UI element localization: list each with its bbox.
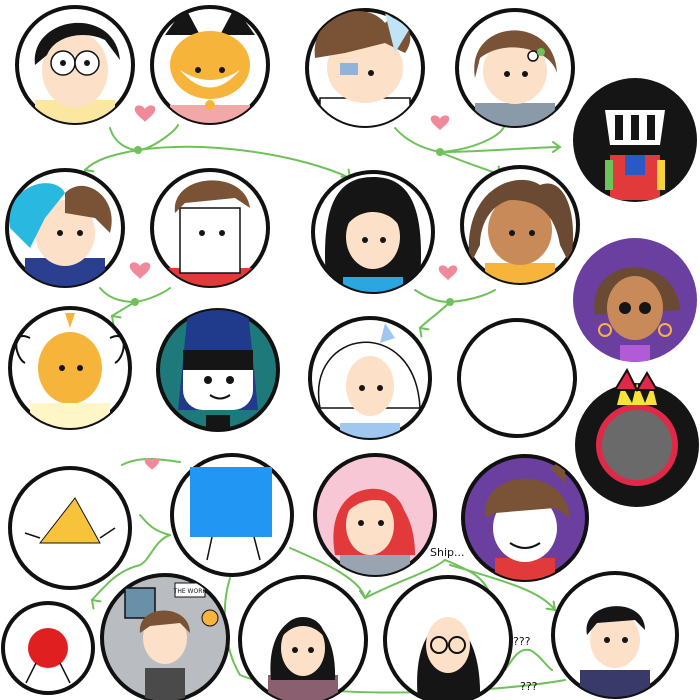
annotations-layer: Ship... ??? ???: [430, 546, 538, 693]
connector-link-13: [139, 514, 171, 536]
avatar-hoodie-girl-icon[interactable]: [238, 575, 368, 700]
connector-link-5: [439, 151, 501, 176]
connector-link-11: [121, 458, 181, 466]
avatar-red-hair-pink-icon[interactable]: [313, 453, 437, 585]
avatar-blue-square-icon[interactable]: [170, 453, 294, 577]
connector-junction-dot: [436, 148, 444, 156]
hearts-layer: [129, 105, 458, 506]
avatar-long-black-hair-icon[interactable]: [311, 170, 435, 302]
avatar-purple-fox-boy-icon[interactable]: [461, 454, 589, 588]
empty-avatar-icon[interactable]: [457, 318, 577, 438]
avatar-red-ball-icon[interactable]: [1, 601, 95, 695]
question-marks-bottom-annotation: ???: [520, 680, 538, 693]
heart-icon: [438, 265, 458, 281]
connector-junction-dot: [134, 146, 142, 154]
connector-arrowhead: [418, 326, 430, 338]
avatar-brown-curly-flower-icon[interactable]: [455, 8, 575, 143]
avatar-brown-hair-white-face-icon[interactable]: [150, 168, 270, 298]
connector-link-18: [449, 564, 556, 611]
connector-junction-dot: [446, 298, 454, 306]
question-marks-annotation: ???: [513, 635, 531, 648]
avatar-yellow-triangle-icon[interactable]: [8, 466, 132, 590]
connector-link-16: [364, 559, 446, 599]
avatars-layer: THE WORK: [1, 5, 699, 700]
avatar-black-hair-glasses-icon[interactable]: [15, 5, 135, 140]
connector-link-15: [289, 547, 366, 599]
avatar-black-hair-boy-icon[interactable]: [551, 571, 679, 700]
connector-link-8: [111, 301, 136, 317]
sign-text: THE WORK: [173, 588, 208, 595]
connector-junction-dot: [131, 298, 139, 306]
avatar-glasses-purple-hood-icon[interactable]: [383, 575, 513, 700]
avatar-cyan-brown-hair-icon[interactable]: [5, 168, 125, 298]
connector-link-6: [439, 146, 561, 153]
connector-arrowhead: [552, 141, 562, 153]
avatar-yellow-bug-icon[interactable]: [8, 306, 132, 433]
connector-arrowhead: [90, 598, 102, 610]
avatar-orange-fox-icon[interactable]: [150, 5, 270, 135]
avatar-office-man-icon[interactable]: THE WORK: [100, 573, 230, 700]
avatar-navy-hood-icon[interactable]: [156, 308, 280, 435]
ship-annotation: Ship...: [430, 546, 464, 559]
connector-arrowhead: [545, 600, 557, 612]
heart-icon: [134, 105, 156, 122]
avatar-tan-pigtails-icon[interactable]: [460, 165, 580, 293]
avatar-grey-spiky-icon[interactable]: [575, 367, 699, 507]
heart-icon: [129, 262, 151, 279]
avatar-robot-mask-icon[interactable]: [573, 78, 697, 202]
connector-arrowhead: [110, 314, 122, 326]
connector-arrowhead: [359, 590, 371, 600]
avatar-white-hair-icon[interactable]: [308, 316, 432, 448]
avatar-brown-hair-sweater-icon[interactable]: [305, 8, 425, 138]
connector-link-4: [394, 124, 506, 154]
heart-icon: [430, 115, 450, 131]
connector-link-3: [137, 145, 351, 179]
connector-link-12: [91, 534, 171, 601]
connector-link-9: [414, 289, 496, 304]
connector-link-19: [504, 648, 553, 671]
connector-link-2: [84, 149, 139, 171]
connector-link-10: [419, 301, 451, 329]
avatar-sunglasses-purple-icon[interactable]: [573, 238, 697, 365]
